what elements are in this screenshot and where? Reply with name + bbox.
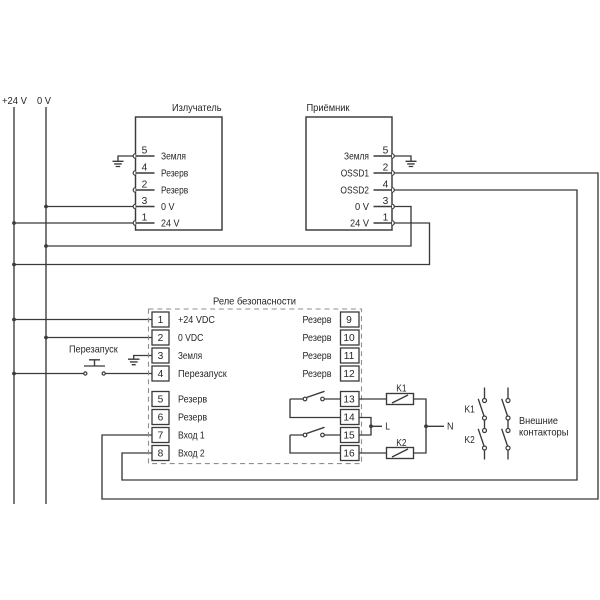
svg-text:24 V: 24 V <box>350 219 369 230</box>
svg-text:2: 2 <box>158 333 164 344</box>
svg-text:Резерв: Резерв <box>178 395 207 406</box>
svg-text:K1: K1 <box>465 405 476 416</box>
svg-text:Резерв: Резерв <box>161 186 188 197</box>
svg-text:+24 VDC: +24 VDC <box>178 315 215 326</box>
svg-text:5: 5 <box>142 146 148 157</box>
svg-text:15: 15 <box>343 431 355 442</box>
svg-text:Внешние: Внешние <box>519 416 558 427</box>
svg-text:Резерв: Резерв <box>303 351 332 362</box>
svg-text:K2: K2 <box>396 438 407 449</box>
svg-text:0 VDC: 0 VDC <box>178 333 203 344</box>
svg-text:0 V: 0 V <box>37 96 51 107</box>
svg-text:+24 V: +24 V <box>2 96 27 107</box>
svg-text:OSSD1: OSSD1 <box>341 169 370 180</box>
svg-text:1: 1 <box>158 315 164 326</box>
svg-text:2: 2 <box>383 163 389 174</box>
svg-text:2: 2 <box>142 180 148 191</box>
svg-text:4: 4 <box>383 180 389 191</box>
svg-text:4: 4 <box>142 163 148 174</box>
svg-text:6: 6 <box>158 413 164 424</box>
svg-text:1: 1 <box>142 213 148 224</box>
svg-text:4: 4 <box>158 369 164 380</box>
svg-text:контакторы: контакторы <box>519 427 569 438</box>
svg-text:0 V: 0 V <box>161 202 175 213</box>
svg-text:K1: K1 <box>396 383 407 394</box>
svg-text:16: 16 <box>343 449 355 460</box>
svg-text:Приёмник: Приёмник <box>307 103 350 114</box>
svg-text:24 V: 24 V <box>161 219 180 230</box>
svg-text:Резерв: Резерв <box>303 315 332 326</box>
svg-text:Вход 1: Вход 1 <box>178 431 205 442</box>
svg-text:K2: K2 <box>465 435 476 446</box>
svg-text:Реле безопасности: Реле безопасности <box>213 296 296 308</box>
svg-text:0 V: 0 V <box>355 202 369 213</box>
svg-text:13: 13 <box>343 395 355 406</box>
svg-text:3: 3 <box>158 351 164 362</box>
svg-text:Излучатель: Излучатель <box>172 103 222 114</box>
svg-text:Перезапуск: Перезапуск <box>69 345 118 356</box>
svg-text:Перезапуск: Перезапуск <box>178 369 227 380</box>
svg-text:5: 5 <box>158 395 164 406</box>
svg-text:Земля: Земля <box>344 152 369 163</box>
svg-text:9: 9 <box>346 315 352 326</box>
svg-text:Земля: Земля <box>178 351 202 362</box>
svg-text:10: 10 <box>343 333 355 344</box>
svg-text:Резерв: Резерв <box>161 169 188 180</box>
svg-text:8: 8 <box>158 449 164 460</box>
svg-text:12: 12 <box>343 369 355 380</box>
svg-text:14: 14 <box>343 413 355 424</box>
svg-text:3: 3 <box>383 196 389 207</box>
svg-text:Резерв: Резерв <box>303 369 332 380</box>
svg-text:OSSD2: OSSD2 <box>340 186 369 197</box>
svg-text:Вход 2: Вход 2 <box>178 449 205 460</box>
svg-text:Резерв: Резерв <box>303 333 332 344</box>
svg-text:Земля: Земля <box>161 152 186 163</box>
svg-text:11: 11 <box>344 351 355 362</box>
svg-text:1: 1 <box>383 213 389 224</box>
svg-text:7: 7 <box>158 431 164 442</box>
svg-text:L: L <box>385 422 390 433</box>
svg-text:3: 3 <box>142 196 148 207</box>
svg-text:N: N <box>447 422 454 433</box>
svg-text:5: 5 <box>383 146 389 157</box>
svg-text:Резерв: Резерв <box>178 413 207 424</box>
